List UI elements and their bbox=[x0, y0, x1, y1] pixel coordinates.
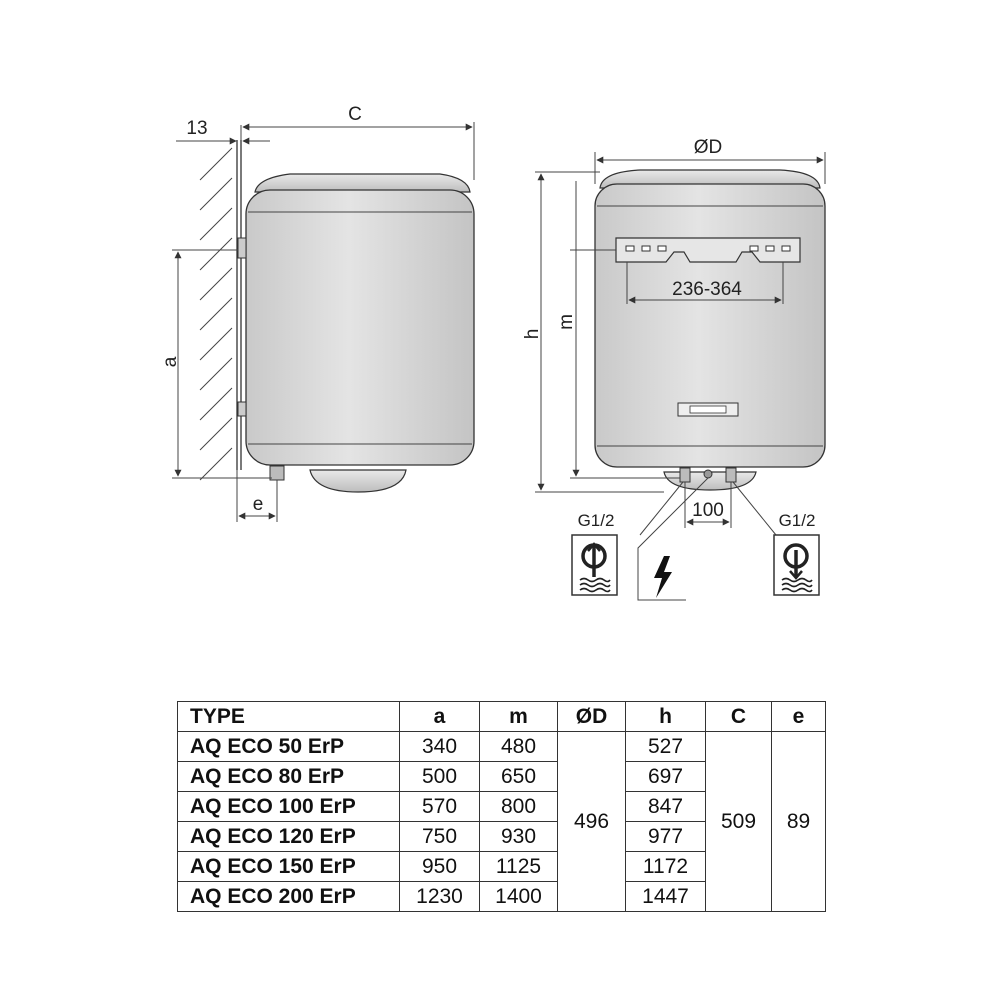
type-cell: AQ ECO 150 ErP bbox=[177, 851, 400, 882]
side-tank-bottom-dome bbox=[309, 469, 407, 493]
cell-m: 930 bbox=[479, 821, 558, 852]
wall-hatching bbox=[199, 147, 233, 481]
label-inlet-thread: G1/2 bbox=[578, 511, 615, 530]
side-tank-body bbox=[245, 189, 475, 466]
side-lower-bracket bbox=[237, 401, 247, 417]
cell-a: 570 bbox=[399, 791, 480, 822]
label-pipe-spacing: 100 bbox=[692, 500, 724, 521]
header-h: h bbox=[625, 701, 706, 732]
side-tank-top-cap bbox=[254, 173, 471, 193]
cold-water-inlet-icon bbox=[571, 534, 618, 596]
table-row: AQ ECO 50 ErP 340 480 496 527 509 89 bbox=[177, 731, 826, 912]
cell-a: 1230 bbox=[399, 881, 480, 912]
technical-drawing: C 13 a e bbox=[160, 104, 826, 601]
label-diameter: ØD bbox=[694, 137, 723, 158]
technical-drawing-svg: C 13 a e bbox=[160, 104, 826, 601]
cell-m: 650 bbox=[479, 761, 558, 792]
cell-a: 340 bbox=[399, 731, 480, 762]
label-depth-c: C bbox=[348, 104, 362, 125]
cell-h: 977 bbox=[625, 821, 706, 852]
side-pipe-stub bbox=[269, 465, 285, 481]
side-upper-bracket bbox=[237, 237, 247, 259]
hot-water-outlet-icon bbox=[773, 534, 820, 596]
cell-m: 800 bbox=[479, 791, 558, 822]
type-cell: AQ ECO 80 ErP bbox=[177, 761, 400, 792]
inlet-pipe-stub bbox=[679, 467, 691, 483]
header-diameter: ØD bbox=[557, 701, 626, 732]
outlet-pipe-stub bbox=[725, 467, 737, 483]
type-cell: AQ ECO 100 ErP bbox=[177, 791, 400, 822]
label-wall-gap: 13 bbox=[186, 118, 207, 139]
label-bracket-span: 236-364 bbox=[672, 279, 742, 300]
header-e: e bbox=[771, 701, 826, 732]
cell-a: 500 bbox=[399, 761, 480, 792]
header-c: C bbox=[705, 701, 772, 732]
electric-supply-icon bbox=[654, 556, 672, 598]
header-m: m bbox=[479, 701, 558, 732]
type-cell: AQ ECO 50 ErP bbox=[177, 731, 400, 762]
type-cell: AQ ECO 200 ErP bbox=[177, 881, 400, 912]
specification-table: TYPE a m ØD h C e AQ ECO 50 ErP 340 480 … bbox=[177, 701, 826, 912]
table-row: AQ ECO 200 ErP 1230 1400 1447 bbox=[177, 881, 826, 912]
cell-h: 1172 bbox=[625, 851, 706, 882]
label-height-h: h bbox=[522, 329, 543, 340]
cell-c-shared: 509 bbox=[705, 731, 772, 912]
cell-m: 1400 bbox=[479, 881, 558, 912]
front-view: 236-364 ØD h m 100 G1/2 G1/2 bbox=[522, 137, 826, 601]
cable-entry bbox=[703, 469, 713, 479]
mounting-bracket bbox=[615, 237, 801, 263]
front-tank-body bbox=[594, 183, 826, 468]
table-row: AQ ECO 120 ErP 750 930 977 bbox=[177, 821, 826, 852]
label-pipe-offset-e: e bbox=[253, 494, 264, 515]
table-row: AQ ECO 150 ErP 950 1125 1172 bbox=[177, 851, 826, 882]
type-cell: AQ ECO 120 ErP bbox=[177, 821, 400, 852]
table-header-row: TYPE a m ØD h C e bbox=[177, 701, 826, 732]
cell-a: 950 bbox=[399, 851, 480, 882]
cell-m: 1125 bbox=[479, 851, 558, 882]
side-view: C 13 a e bbox=[160, 104, 475, 522]
header-a: a bbox=[399, 701, 480, 732]
cell-diameter-shared: 496 bbox=[557, 731, 626, 912]
cell-m: 480 bbox=[479, 731, 558, 762]
label-bracket-height-a: a bbox=[160, 356, 181, 367]
header-type: TYPE bbox=[177, 701, 400, 732]
cell-h: 847 bbox=[625, 791, 706, 822]
cell-h: 527 bbox=[625, 731, 706, 762]
table-row: AQ ECO 100 ErP 570 800 847 bbox=[177, 791, 826, 822]
cell-h: 697 bbox=[625, 761, 706, 792]
table-row: AQ ECO 80 ErP 500 650 697 bbox=[177, 761, 826, 792]
label-outlet-thread: G1/2 bbox=[779, 511, 816, 530]
cell-e-shared: 89 bbox=[771, 731, 826, 912]
cell-a: 750 bbox=[399, 821, 480, 852]
label-mount-height-m: m bbox=[556, 314, 577, 330]
cell-h: 1447 bbox=[625, 881, 706, 912]
